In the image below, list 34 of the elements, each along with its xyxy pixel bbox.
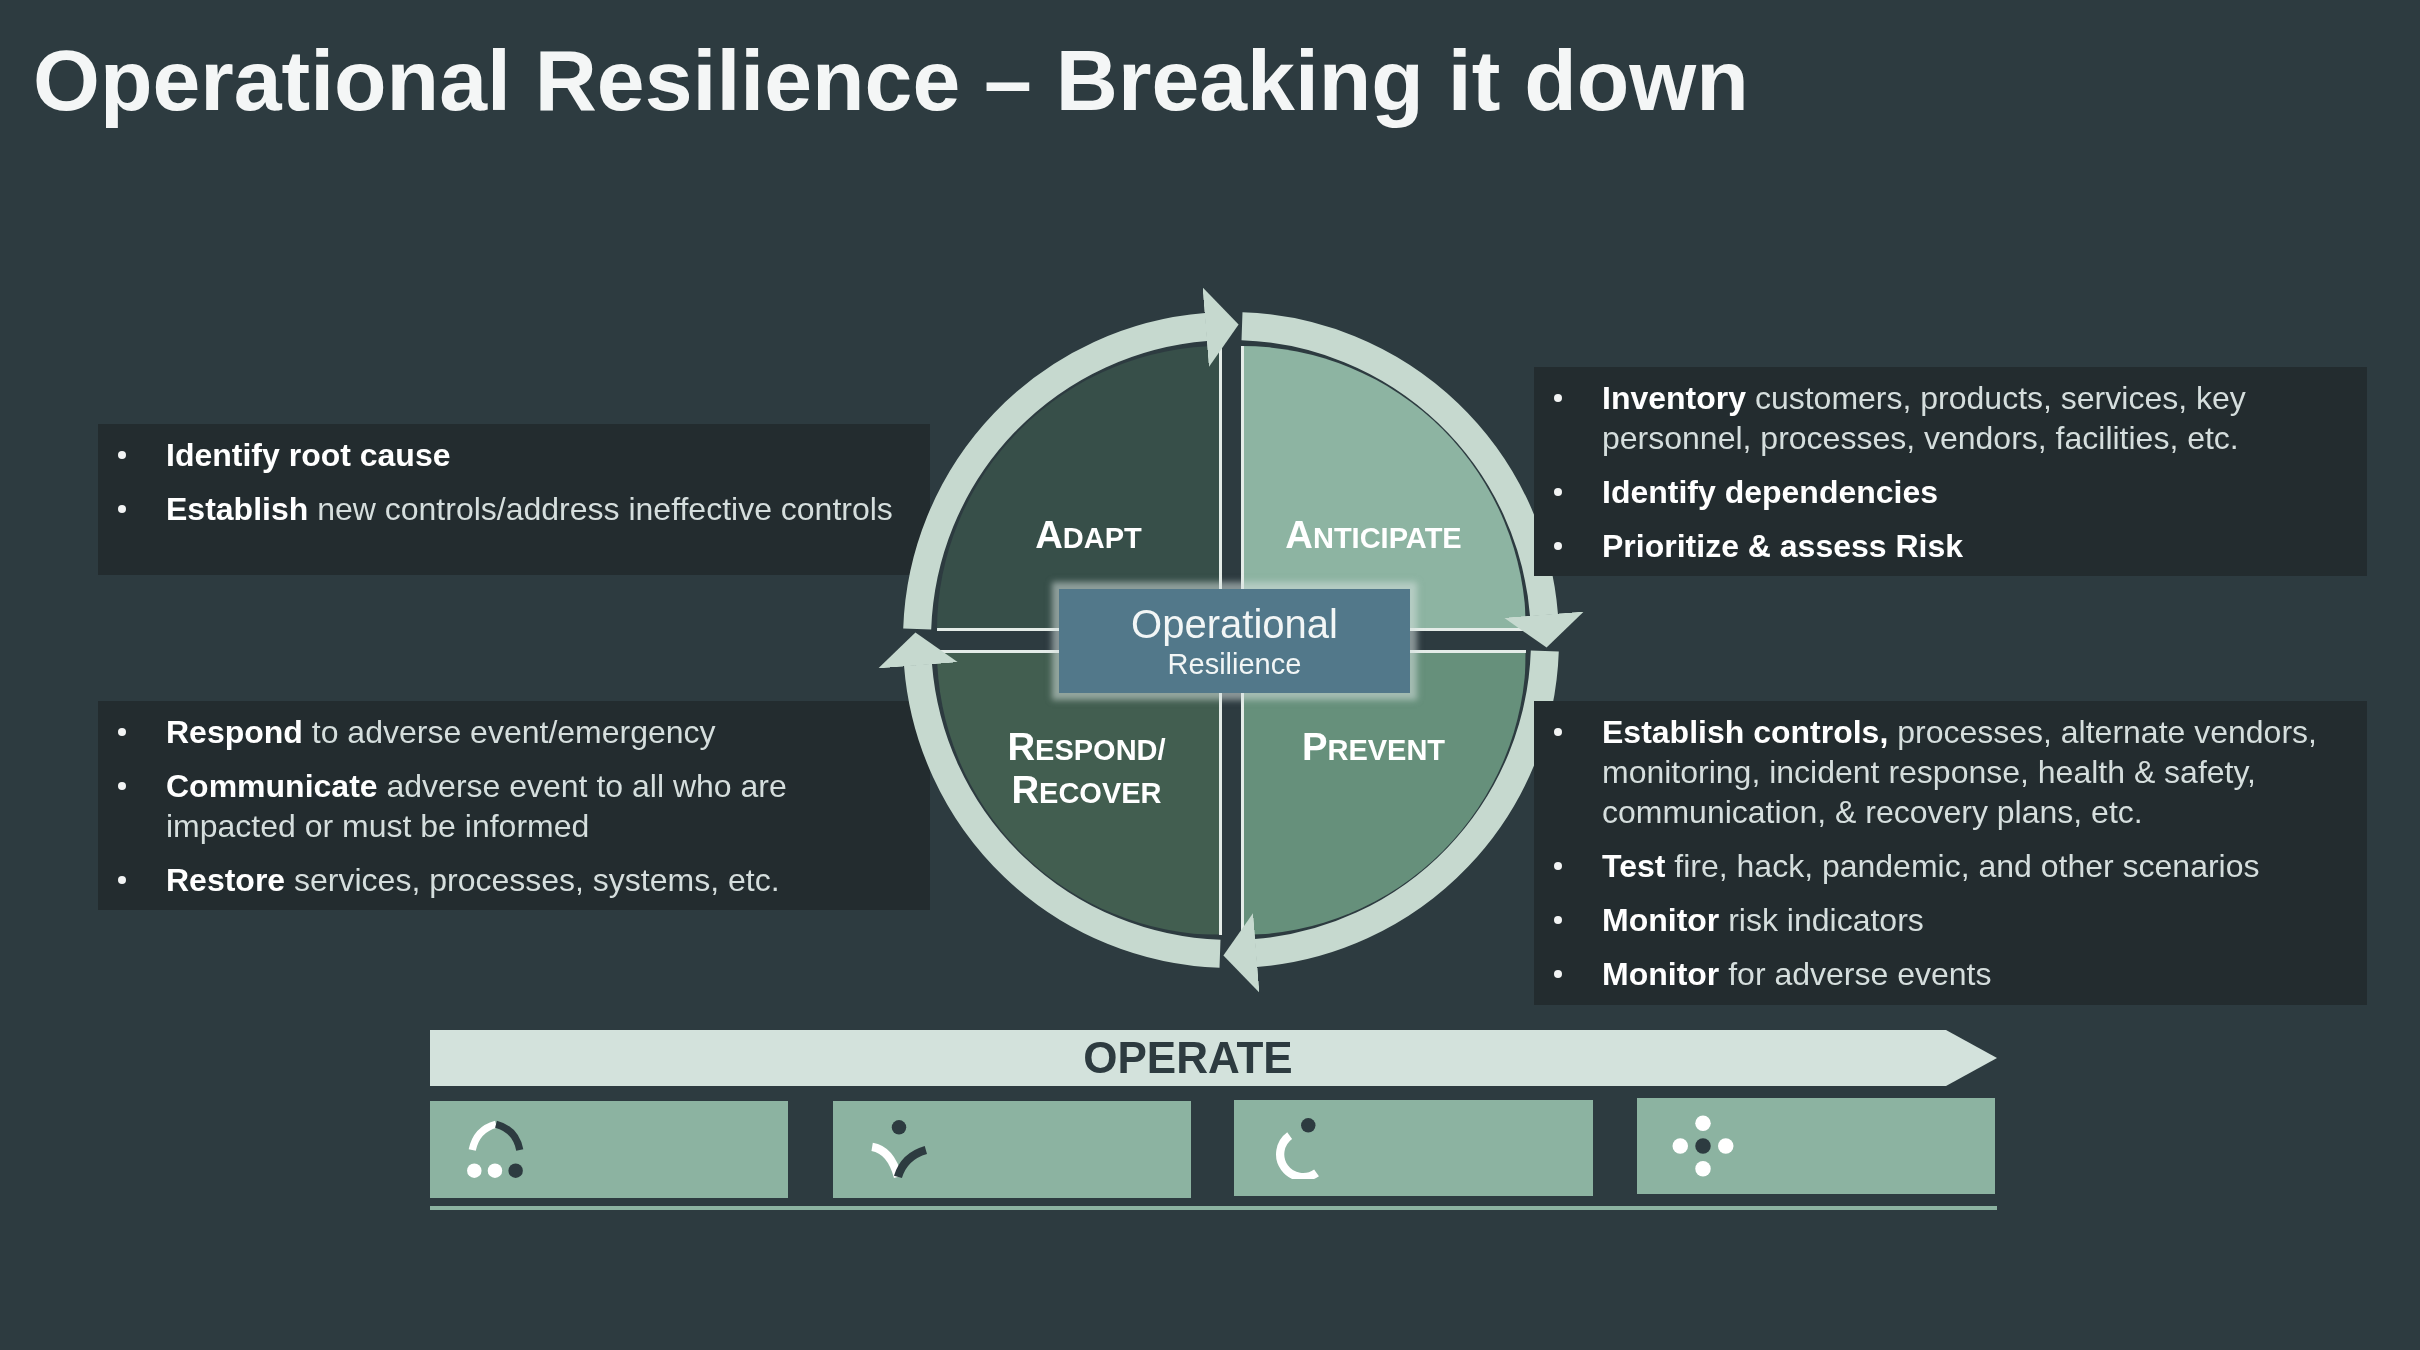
text-panel — [1534, 701, 2367, 1005]
bullet-text: Restore services, processes, systems, etc. — [166, 861, 781, 900]
cycle-arrow — [878, 632, 1222, 968]
center-box — [1059, 589, 1410, 693]
segment-label: RESPOND/ RECOVER — [1006, 726, 1167, 813]
text-panel — [1534, 367, 2367, 576]
center-subtitle: Resilience — [1167, 647, 1302, 681]
text-panel — [98, 424, 930, 575]
bullet-text: Identify root cause — [166, 436, 452, 475]
banner-label: OPERATE — [1083, 1033, 1293, 1083]
segment-label: ADAPT — [1035, 514, 1142, 557]
bullet-text: Establish new controls/address ineffective controls — [166, 490, 894, 529]
feature-tile — [833, 1101, 1191, 1198]
cycle-arrow — [1223, 649, 1559, 993]
arrow-banner — [430, 1030, 1997, 1086]
cycle-arrow — [903, 287, 1239, 631]
bullet-text: Inventory customers, products, services, key personnel, processes, vendors, facilities, etc. — [1602, 379, 2247, 458]
bullet-text: Prioritize & assess Risk — [1602, 527, 1965, 566]
cycle-arrow — [1240, 312, 1584, 648]
segment-label: PREVENT — [1301, 726, 1446, 769]
segment-label: ANTICIPATE — [1285, 514, 1462, 557]
text-panel — [98, 701, 930, 910]
bullet-text: Identify dependencies — [1602, 473, 1940, 512]
feature-tile — [430, 1101, 788, 1198]
feature-tile — [1234, 1100, 1593, 1196]
bullet-text: Establish controls, processes, alternate vendors, monitoring, incident response, health & safety, communication, & recovery plans, etc. — [1602, 713, 2318, 832]
bullet-text: Monitor for adverse events — [1602, 955, 1993, 994]
center-title: Operational — [1131, 601, 1338, 647]
bullet-text: Communicate adverse event to all who are impacted or must be informed — [166, 767, 788, 846]
slide-title: Operational Resilience – Breaking it down — [33, 31, 1749, 130]
feature-tile — [1637, 1098, 1995, 1194]
bullet-text: Respond to adverse event/emergency — [166, 713, 717, 752]
bullet-text: Test fire, hack, pandemic, and other scenarios — [1602, 847, 2261, 886]
bullet-text: Monitor risk indicators — [1602, 901, 1925, 940]
